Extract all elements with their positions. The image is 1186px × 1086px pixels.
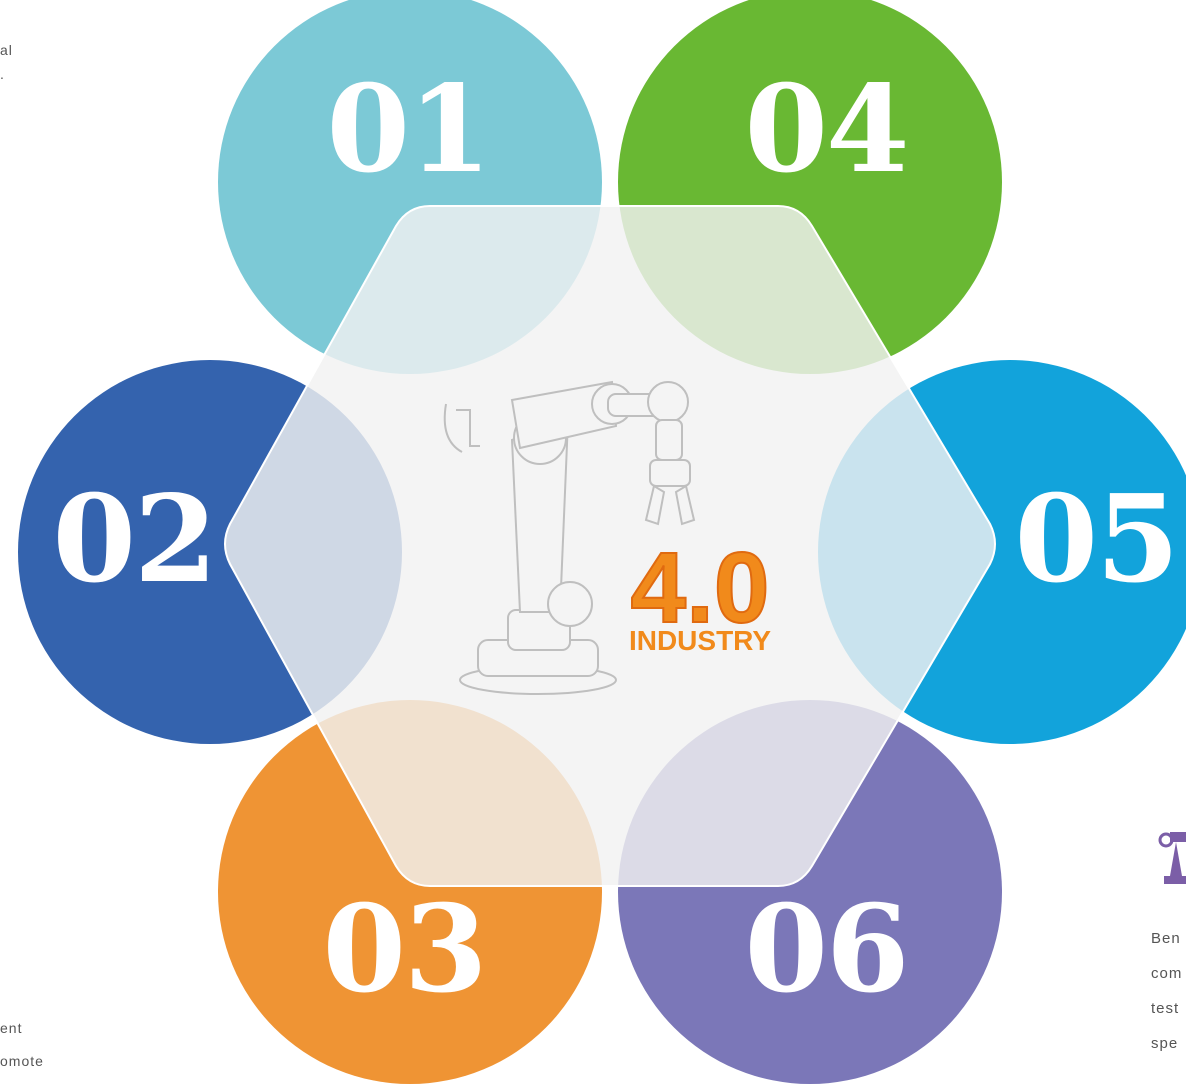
left-top-text-line-1: al (0, 42, 13, 58)
step-number-05: 05 (1014, 469, 1180, 610)
step-number-03: 03 (322, 879, 488, 1020)
left-bottom-text-line-2: omote (0, 1053, 44, 1069)
left-top-text-line-2: . (0, 66, 5, 82)
right-text-line-1: Ben (1151, 930, 1181, 947)
right-text-line-3: test (1151, 1000, 1180, 1017)
step-number-06: 06 (744, 879, 910, 1020)
robot-arm-icon (443, 380, 696, 695)
step-number-01: 01 (326, 59, 492, 200)
step-number-02: 02 (52, 469, 218, 610)
right-text-line-4: spe (1151, 1035, 1179, 1052)
right-robot-arm-icon (1158, 832, 1186, 884)
right-text-line-2: com (1151, 965, 1183, 982)
center-title-small: INDUSTRY (629, 625, 771, 656)
left-bottom-text-line-1: ent (0, 1020, 23, 1036)
center-title-big: 4.0 (630, 532, 769, 644)
step-number-04: 04 (744, 59, 910, 200)
